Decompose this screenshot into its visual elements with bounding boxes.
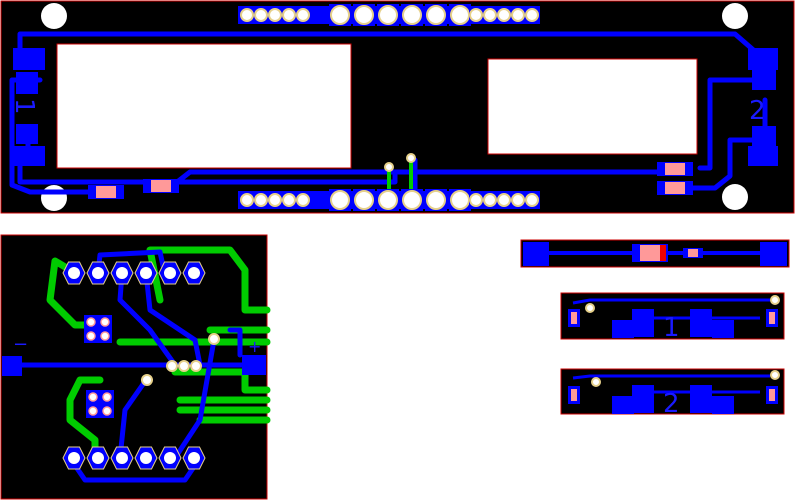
header-pin-hole xyxy=(354,190,374,210)
header-pin-hole xyxy=(354,5,374,25)
main-right-number: 2 xyxy=(749,96,766,126)
header-pin-hole xyxy=(525,8,539,22)
header-pin-hole xyxy=(426,190,446,210)
display-cutout-right xyxy=(487,58,698,155)
header-pin-hole xyxy=(116,267,128,279)
header-pin-hole xyxy=(116,452,128,464)
quad-pad-hole xyxy=(88,392,98,402)
header-pin-hole xyxy=(268,193,282,207)
header-pin-hole xyxy=(450,5,470,25)
quad-pad-hole xyxy=(88,406,98,416)
module-board-2: 2 xyxy=(560,368,785,419)
quad-pad-hole xyxy=(86,331,96,341)
module2-number: 2 xyxy=(663,389,680,419)
via-icon xyxy=(141,333,220,386)
smd-resistor-icon xyxy=(88,162,693,199)
module1-number: 1 xyxy=(663,313,680,343)
header-pin-hole xyxy=(68,452,80,464)
strip-board xyxy=(520,239,790,268)
header-pin-hole xyxy=(254,193,268,207)
quad-pad-hole xyxy=(100,331,110,341)
header-pin-hole xyxy=(469,193,483,207)
header-pin-hole xyxy=(188,267,200,279)
main-board: 1 2 xyxy=(0,0,795,214)
pin-header-icon xyxy=(238,4,540,211)
controller-left-pad xyxy=(2,356,22,376)
header-pin-hole xyxy=(92,267,104,279)
header-pin-hole xyxy=(68,267,80,279)
minus-sign: − xyxy=(13,334,28,355)
header-pin-hole xyxy=(140,452,152,464)
header-pin-hole xyxy=(330,5,350,25)
pin-header-icon xyxy=(62,261,206,470)
quad-pad-hole xyxy=(100,317,110,327)
header-pin-hole xyxy=(254,8,268,22)
header-pin-hole xyxy=(92,452,104,464)
header-pin-hole xyxy=(497,193,511,207)
display-cutout-left xyxy=(56,43,352,169)
header-pin-hole xyxy=(426,5,446,25)
header-pin-hole xyxy=(296,193,310,207)
main-left-number: 1 xyxy=(9,98,39,115)
header-pin-hole xyxy=(296,8,310,22)
quad-pad-hole xyxy=(86,317,96,327)
main-top-traces xyxy=(9,31,768,203)
header-pin-hole xyxy=(268,8,282,22)
header-pin-hole xyxy=(378,5,398,25)
main-edge-pads xyxy=(13,48,778,166)
header-pin-hole xyxy=(483,193,497,207)
header-pin-hole xyxy=(483,8,497,22)
header-pin-hole xyxy=(525,193,539,207)
header-pin-hole xyxy=(188,452,200,464)
header-pin-hole xyxy=(378,190,398,210)
header-pin-hole xyxy=(450,190,470,210)
header-pin-hole xyxy=(469,8,483,22)
header-pin-hole xyxy=(497,8,511,22)
header-pin-hole xyxy=(402,5,422,25)
controller-right-pad xyxy=(242,355,266,375)
header-pin-hole xyxy=(164,267,176,279)
header-pin-hole xyxy=(402,190,422,210)
quad-pad-hole xyxy=(102,406,112,416)
header-pin-hole xyxy=(282,193,296,207)
module-board-1: 1 xyxy=(560,292,785,343)
quad-pad-hole xyxy=(102,392,112,402)
header-pin-hole xyxy=(330,190,350,210)
header-pin-hole xyxy=(282,8,296,22)
header-pin-hole xyxy=(511,193,525,207)
header-pin-hole xyxy=(140,267,152,279)
via-icon xyxy=(585,295,780,313)
plus-sign: + xyxy=(248,337,261,356)
via-icon xyxy=(384,153,416,172)
header-pin-hole xyxy=(240,193,254,207)
header-pin-hole xyxy=(240,8,254,22)
header-pin-hole xyxy=(511,8,525,22)
header-pin-hole xyxy=(164,452,176,464)
via-icon xyxy=(591,370,780,387)
controller-board: − + xyxy=(0,234,271,500)
